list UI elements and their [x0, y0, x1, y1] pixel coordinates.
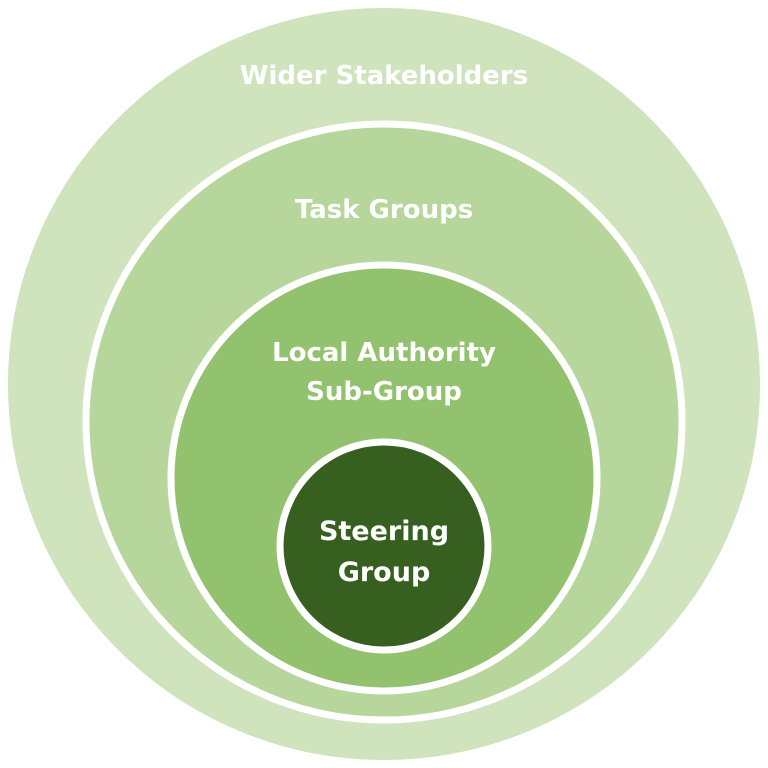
wider-stakeholders-label: Wider Stakeholders — [239, 61, 529, 91]
task-groups-label: Task Groups — [294, 195, 474, 225]
ring-steering-group — [276, 438, 492, 654]
steering-group-label: Steering Group — [318, 516, 450, 588]
local-authority-sub-group-label: Local Authority Sub-Group — [272, 338, 496, 407]
